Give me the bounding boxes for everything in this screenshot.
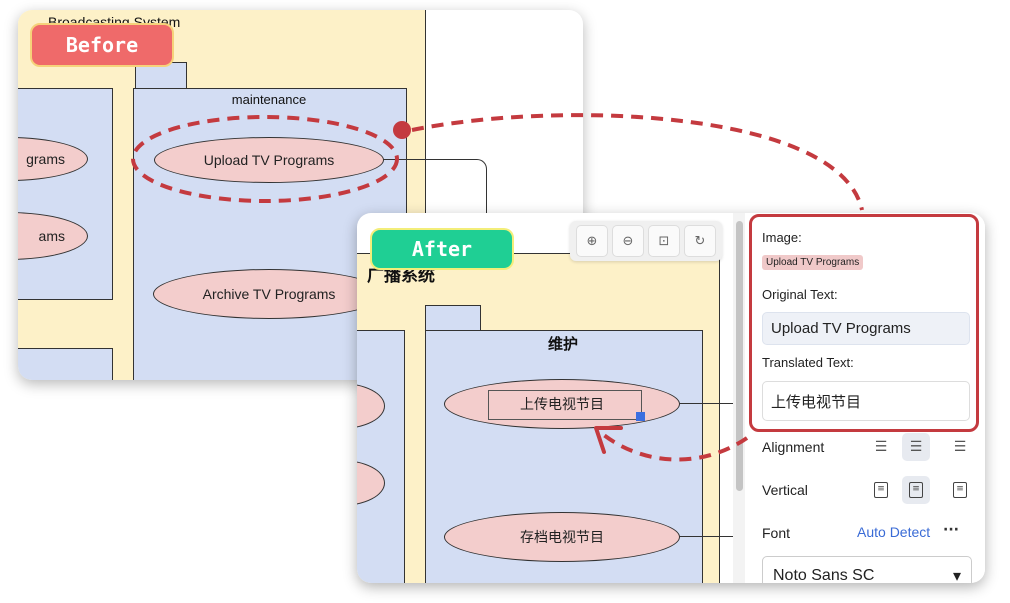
original-text-label: Original Text:: [762, 287, 838, 302]
highlight-box: [749, 214, 979, 432]
auto-detect-link[interactable]: Auto Detect: [857, 524, 931, 540]
font-select[interactable]: Noto Sans SC ▾: [762, 556, 972, 583]
left-package: [357, 330, 405, 583]
use-case-upload: Upload TV Programs: [154, 137, 384, 183]
align-right-icon[interactable]: ☰: [953, 439, 967, 455]
font-select-value: Noto Sans SC: [773, 567, 875, 583]
diagram-title: 广播系统: [367, 266, 435, 286]
valign-middle-icon[interactable]: ≡: [902, 476, 930, 504]
before-badge: Before: [30, 23, 174, 67]
package-label: maintenance: [231, 92, 307, 107]
use-case-upload-translated[interactable]: 上传电视节目: [444, 379, 680, 429]
package-tab: [425, 305, 481, 332]
after-badge: After: [370, 228, 514, 270]
valign-bottom-icon[interactable]: ≡: [946, 476, 974, 504]
translated-text-input[interactable]: 上传电视节目: [762, 381, 970, 421]
left-package: [18, 88, 113, 300]
align-left-icon[interactable]: ☰: [874, 439, 888, 455]
translated-text-label: Translated Text:: [762, 355, 854, 370]
valign-top-icon[interactable]: ≡: [867, 476, 895, 504]
image-chip: Upload TV Programs: [762, 255, 864, 270]
connector-line: [678, 536, 738, 537]
more-options-icon[interactable]: ···: [943, 522, 959, 538]
package-label: 维护: [547, 335, 578, 353]
scrollbar-thumb[interactable]: [736, 221, 743, 491]
image-label: Image:: [762, 230, 802, 245]
chevron-down-icon: ▾: [952, 568, 961, 583]
zoom-out-icon[interactable]: ⊖: [612, 225, 644, 257]
original-text-field[interactable]: Upload TV Programs: [762, 312, 970, 345]
reset-icon[interactable]: ↻: [684, 225, 716, 257]
resize-handle[interactable]: [636, 412, 645, 421]
font-label: Font: [762, 525, 791, 541]
vertical-label: Vertical: [762, 482, 808, 498]
use-case-archive-translated[interactable]: 存档电视节目: [444, 512, 680, 562]
left-package-lower: [18, 348, 113, 380]
use-case-archive: Archive TV Programs: [153, 269, 385, 319]
after-card: 广播系统 维护 上传电视节目 存档电视节目 ⊕ ⊖ ⊡ ↻ Image: Upl…: [357, 213, 985, 583]
alignment-label: Alignment: [762, 439, 825, 455]
connector-line: [678, 403, 738, 404]
zoom-fit-icon[interactable]: ⊡: [648, 225, 680, 257]
zoom-toolbar: ⊕ ⊖ ⊡ ↻: [570, 221, 722, 261]
align-center-icon[interactable]: ☰: [902, 433, 930, 461]
zoom-in-icon[interactable]: ⊕: [576, 225, 608, 257]
